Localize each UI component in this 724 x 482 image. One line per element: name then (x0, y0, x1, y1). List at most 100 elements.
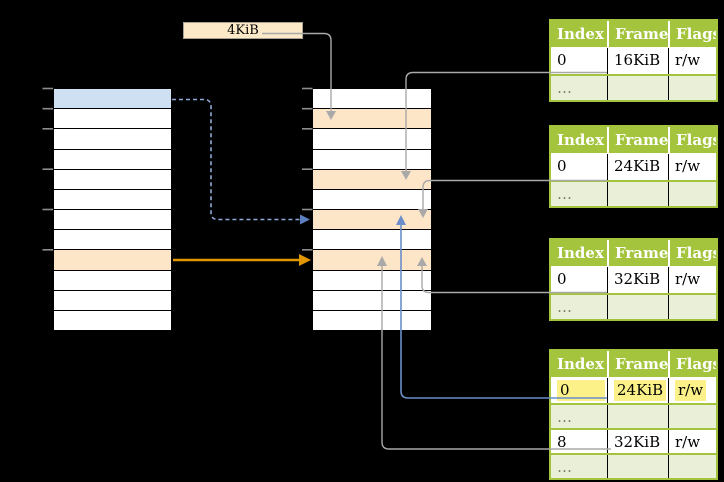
virtual-page0-dashed-arrow (172, 98, 310, 225)
page-table-row: … (551, 74, 716, 100)
cell-value: 24KiB (614, 157, 661, 175)
header-cell-index: Index (557, 355, 604, 373)
cell-value: 0 (557, 270, 567, 288)
page-table-header: IndexFrameFlags (551, 240, 716, 267)
cell-value: r/w (675, 433, 701, 451)
virtual-memory-row-0 (54, 89, 171, 110)
table-cell: 32KiB (607, 430, 668, 453)
header-cell-flags: Flags (668, 351, 716, 377)
virtual-memory-row-2 (54, 129, 171, 150)
table-cell: … (551, 76, 607, 100)
header-cell-flags: Flags (668, 21, 716, 47)
table-cell (607, 182, 668, 206)
page-table-header: IndexFrameFlags (551, 127, 716, 154)
page-table-row: 0 32KiB r/w (551, 267, 716, 293)
header-cell-frame: Frame (607, 127, 668, 153)
page-table-3: IndexFrameFlags 0 32KiB r/w … (549, 238, 718, 321)
table-cell: 16KiB (607, 48, 668, 74)
middle-column-ticks (302, 87, 313, 251)
table-cell (668, 295, 716, 319)
header-cell-index: Index (557, 131, 604, 149)
table-cell: 32KiB (607, 267, 668, 293)
table-cell: 0 (551, 267, 607, 293)
header-cell-flags: Flags (668, 240, 716, 266)
table-cell: r/w (668, 267, 716, 293)
cell-value: 16KiB (614, 51, 661, 69)
table-cell: … (551, 182, 607, 206)
physical-memory-row-1 (313, 109, 431, 130)
table-cell (607, 76, 668, 100)
virtual-memory-row-9 (54, 270, 171, 291)
virtual-memory-row-5 (54, 189, 171, 211)
table-cell (607, 455, 668, 478)
physical-memory-row-5 (313, 189, 431, 211)
header-cell-frame: Frame (607, 351, 668, 377)
highlighted-value: 0 (557, 380, 605, 401)
page-table-row: … (551, 453, 716, 478)
connector-line (172, 98, 300, 221)
page-size-text: 4KiB (227, 23, 259, 38)
header-cell-flags: Flags (668, 127, 716, 153)
header-cell-index: Index (557, 244, 604, 262)
virtual-memory-column (53, 88, 172, 331)
cell-value: 32KiB (614, 433, 661, 451)
physical-memory-row-2 (313, 129, 431, 150)
header-cell-index: Index (557, 25, 604, 43)
cell-value: … (557, 185, 572, 203)
page-table-row: … (551, 180, 716, 206)
table-cell: 0 (551, 378, 607, 403)
virtual-memory-row-6 (54, 210, 171, 231)
virtual-memory-row-3 (54, 149, 171, 170)
table-cell: … (551, 295, 607, 319)
cell-value: r/w (675, 51, 701, 69)
cell-value: r/w (675, 270, 701, 288)
table-cell (668, 76, 716, 100)
page-table-row: 0 24KiB r/w (551, 378, 716, 403)
physical-memory-row-4 (313, 169, 431, 190)
table-cell: … (551, 455, 607, 478)
highlighted-value: 24KiB (614, 380, 667, 401)
physical-memory-row-9 (313, 270, 431, 291)
page-table-header: IndexFrameFlags (551, 21, 716, 48)
physical-memory-row-3 (313, 149, 431, 170)
arrowhead-right-icon (300, 214, 310, 225)
virtual-memory-row-11 (54, 310, 171, 331)
cell-value: 8 (557, 433, 567, 451)
table-cell: r/w (668, 378, 716, 403)
table-cell: … (551, 405, 607, 428)
cell-value: 0 (557, 51, 567, 69)
table-cell: r/w (668, 430, 716, 453)
page-table-header: IndexFrameFlags (551, 351, 716, 378)
arrowhead-right-icon (299, 254, 311, 266)
physical-memory-row-8 (313, 250, 431, 271)
virtual-memory-row-8 (54, 250, 171, 271)
table-cell: 24KiB (607, 154, 668, 180)
page-table-row: 0 16KiB r/w (551, 48, 716, 74)
page-table-row: … (551, 293, 716, 319)
highlighted-value: r/w (675, 380, 707, 401)
virtual-memory-row-7 (54, 230, 171, 251)
cell-value: … (557, 298, 572, 316)
page-table-1: IndexFrameFlags 0 16KiB r/w … (549, 19, 718, 102)
table-cell (607, 295, 668, 319)
page-size-label: 4KiB (183, 22, 303, 39)
physical-memory-row-6 (313, 210, 431, 231)
page-table-4: IndexFrameFlags024KiBr/w…832KiBr/w… (549, 349, 718, 480)
virtual-memory-row-10 (54, 290, 171, 311)
physical-memory-row-0 (313, 89, 431, 110)
page-table-2: IndexFrameFlags024KiBr/w… (549, 125, 718, 208)
table-cell (668, 455, 716, 478)
cell-value: … (557, 408, 572, 426)
cell-value: … (557, 458, 572, 476)
physical-memory-row-11 (313, 310, 431, 331)
table-cell (607, 405, 668, 428)
table-cell: 8 (551, 430, 607, 453)
table-cell: r/w (668, 48, 716, 74)
table-cell: r/w (668, 154, 716, 180)
cell-value: … (557, 79, 572, 97)
physical-memory-row-10 (313, 290, 431, 311)
virtual-memory-row-4 (54, 169, 171, 190)
page-table-row: … (551, 403, 716, 428)
table-cell: 0 (551, 48, 607, 74)
